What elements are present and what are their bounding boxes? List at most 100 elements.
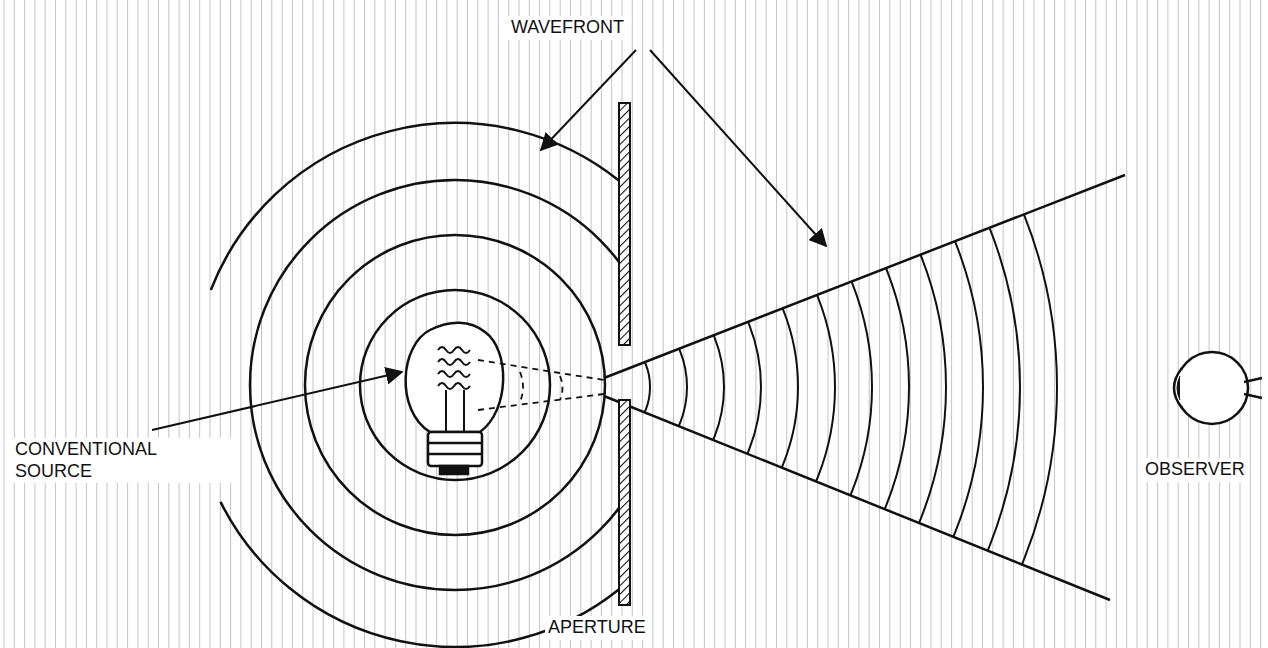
scan-stripe: [354, 0, 355, 648]
scan-stripe: [1023, 0, 1024, 648]
scan-stripe: [611, 0, 612, 648]
light-bulb: [406, 323, 604, 474]
scan-stripe: [416, 0, 417, 648]
scan-stripe: [632, 0, 633, 648]
scan-stripe: [34, 0, 35, 648]
scan-stripe: [951, 0, 952, 648]
wavefront-arc: [308, 105, 872, 648]
scan-stripe: [395, 0, 396, 648]
wavefront-arc: [197, 0, 983, 648]
scan-stripe: [972, 0, 973, 648]
scan-stripe: [1198, 0, 1199, 648]
scan-stripe: [519, 0, 520, 648]
beam-edge: [604, 175, 1125, 378]
scan-stripe: [1126, 0, 1127, 648]
wavefront-arc: [271, 68, 909, 648]
scan-stripe: [817, 0, 818, 648]
scan-stripe: [1044, 0, 1045, 648]
wavefront-arc: [493, 290, 687, 484]
scan-stripe: [210, 0, 211, 648]
scan-stripe: [1178, 0, 1179, 648]
wavefront-arc: [160, 0, 1020, 648]
wavefront-arc: [360, 290, 550, 480]
wavefront-arc: [250, 180, 618, 590]
scan-stripe: [797, 0, 798, 648]
scan-stripe: [1240, 0, 1241, 648]
scan-stripe: [127, 0, 128, 648]
scan-stripe: [1095, 0, 1096, 648]
scan-stripe: [807, 0, 808, 648]
wavefront-arc: [382, 179, 798, 595]
scan-stripe: [549, 0, 550, 648]
observer-eye: [1174, 352, 1262, 424]
scan-stripe: [704, 0, 705, 648]
scan-stripe: [55, 0, 56, 648]
scan-stripe: [137, 0, 138, 648]
scan-stripe: [148, 0, 149, 648]
scan-stripe: [1147, 0, 1148, 648]
scan-stripe: [364, 0, 365, 648]
scan-stripe: [14, 0, 15, 648]
scan-stripe: [735, 0, 736, 648]
scan-stripe: [426, 0, 427, 648]
scan-stripe: [673, 0, 674, 648]
scan-stripe: [900, 0, 901, 648]
scan-stripe: [838, 0, 839, 648]
scan-stripe: [1013, 0, 1014, 648]
label-text: WAVEFRONT: [508, 16, 627, 40]
scan-stripe: [1116, 0, 1117, 648]
scan-stripe: [117, 0, 118, 648]
scan-stripe: [560, 0, 561, 648]
scan-stripe: [920, 0, 921, 648]
scan-stripe: [158, 0, 159, 648]
scan-stripe: [45, 0, 46, 648]
label-text: CONVENTIONAL SOURCE: [12, 438, 233, 483]
scan-stripe: [107, 0, 108, 648]
scan-stripe: [179, 0, 180, 648]
scan-stripe: [766, 0, 767, 648]
scan-stripe: [642, 0, 643, 648]
scan-stripe: [570, 0, 571, 648]
scan-stripe: [385, 0, 386, 648]
scan-stripe: [1157, 0, 1158, 648]
wavefront-arc: [211, 123, 618, 290]
aperture-plate: [619, 103, 630, 605]
scan-stripe: [601, 0, 602, 648]
scan-stripe: [1229, 0, 1230, 648]
scan-stripe: [992, 0, 993, 648]
scan-stripe: [580, 0, 581, 648]
scan-stripe: [683, 0, 684, 648]
scan-stripe: [405, 0, 406, 648]
scan-stripe: [879, 0, 880, 648]
leader-line: [152, 50, 826, 430]
scan-stripe: [1188, 0, 1189, 648]
scan-stripe: [786, 0, 787, 648]
scan-stripe: [982, 0, 983, 648]
scan-stripe: [436, 0, 437, 648]
scan-stripe: [477, 0, 478, 648]
scan-stripe: [539, 0, 540, 648]
scan-stripe: [271, 0, 272, 648]
scan-stripe: [96, 0, 97, 648]
scan-stripe: [858, 0, 859, 648]
scan-stripe: [343, 0, 344, 648]
scan-stripe: [374, 0, 375, 648]
scan-stripe: [4, 0, 5, 648]
scan-stripe: [889, 0, 890, 648]
scan-stripe: [961, 0, 962, 648]
scan-stripe: [776, 0, 777, 648]
scan-stripe: [910, 0, 911, 648]
beam-edge: [604, 396, 1110, 600]
scan-stripe: [1250, 0, 1251, 648]
scan-stripe: [755, 0, 756, 648]
scan-stripe: [1034, 0, 1035, 648]
scan-stripe: [220, 0, 221, 648]
scan-stripe: [663, 0, 664, 648]
label-text: OBSERVER: [1142, 458, 1248, 482]
scan-stripe: [508, 0, 509, 648]
scan-stripe: [1085, 0, 1086, 648]
scan-stripe: [292, 0, 293, 648]
scan-stripe: [714, 0, 715, 648]
scan-stripe: [652, 0, 653, 648]
scan-stripe: [261, 0, 262, 648]
